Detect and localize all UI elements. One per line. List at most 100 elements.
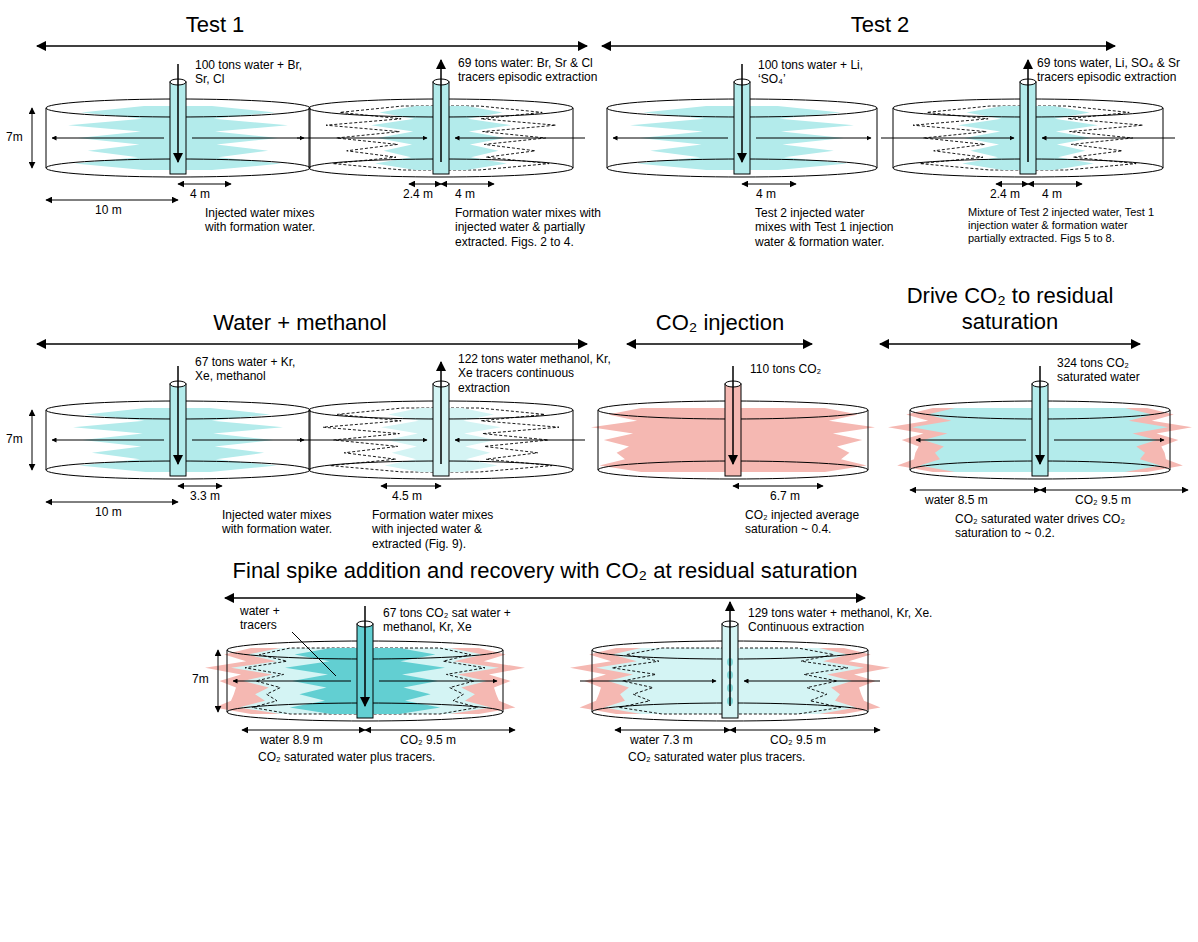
dimension-arrow (242, 730, 365, 731)
label: 10 m (95, 203, 122, 217)
flow-arrow (440, 362, 442, 464)
dimension-arrow (733, 486, 823, 487)
label: water 8.5 m (925, 493, 988, 507)
label: 67 tons water + Kr, Xe, methanol (195, 355, 307, 384)
label: Injected water mixes with formation wate… (205, 206, 337, 235)
flow-arrow (177, 366, 179, 464)
dimension-arrow (32, 410, 33, 470)
label: 69 tons water: Br, Sr & Cl tracers episo… (458, 56, 626, 85)
section-title: Water + methanol (140, 310, 460, 336)
label: Formation water mixes with injected wate… (372, 508, 517, 551)
label: Injected water mixes with formation wate… (222, 508, 354, 537)
label: 324 tons CO₂ saturated water (1057, 356, 1169, 385)
label: CO₂ saturated water plus tracers. (628, 750, 838, 764)
flow-arrow (440, 60, 442, 162)
cylinder-side (46, 410, 47, 470)
dimension-arrow (615, 730, 730, 731)
label: 3.3 m (190, 489, 220, 503)
label: 7m (192, 672, 209, 686)
cylinder-side (868, 410, 869, 470)
flow-arrow (744, 681, 880, 682)
label: CO₂ 9.5 m (400, 733, 456, 747)
dimension-arrow (178, 184, 231, 185)
section-title: CO₂ injection (610, 310, 830, 336)
label: 67 tons CO₂ sat water + methanol, Kr, Xe (383, 606, 563, 635)
label: water + tracers (240, 604, 300, 633)
flow-arrow (455, 440, 585, 441)
flow-arrow (297, 138, 427, 139)
flow-arrow (455, 138, 585, 139)
dimension-arrow (1040, 490, 1188, 491)
dimension-arrow (218, 650, 219, 712)
cylinder-side (503, 650, 504, 712)
section-title: Final spike addition and recovery with C… (155, 558, 935, 584)
cylinder-side (598, 410, 599, 470)
label: 4 m (756, 187, 776, 201)
label: Formation water mixes with injected wate… (455, 206, 605, 249)
flow-arrow (379, 681, 497, 682)
label: 7m (6, 432, 23, 446)
flow-arrow (192, 138, 304, 139)
label: 6.7 m (770, 489, 800, 503)
label: Test 2 injected water mixes with Test 1 … (755, 206, 895, 249)
flow-arrow (233, 681, 351, 682)
label: CO₂ 9.5 m (1075, 493, 1131, 507)
label: 69 tons water, Li, SO₄ & Sr tracers epis… (1037, 56, 1192, 85)
dimension-arrow (627, 343, 812, 345)
dimension-arrow (1028, 184, 1082, 185)
dimension-arrow (225, 597, 865, 599)
flow-arrow (580, 681, 716, 682)
label: 100 tons water + Li, ‘SO₄’ (758, 58, 883, 87)
flow-arrow (364, 606, 366, 706)
section-title: Test 2 (770, 12, 990, 38)
flow-arrow (732, 366, 734, 464)
flow-arrow (741, 64, 743, 162)
cylinder-side (607, 108, 608, 168)
label: water 7.3 m (630, 733, 693, 747)
label: 2.4 m (403, 187, 433, 201)
label: 100 tons water + Br, Sr, Cl (195, 58, 307, 87)
label: Mixture of Test 2 injected water, Test 1… (968, 206, 1168, 246)
dimension-arrow (365, 730, 515, 731)
dimension-arrow (602, 45, 1115, 47)
cylinder-side (46, 108, 47, 168)
label: 10 m (95, 505, 122, 519)
label: 4 m (1042, 187, 1062, 201)
label: CO₂ injected average saturation ~ 0.4. (745, 508, 875, 537)
dimension-arrow (910, 490, 1040, 491)
label: 2.4 m (990, 187, 1020, 201)
leader-line (292, 632, 336, 676)
label: 7m (6, 130, 23, 144)
flow-arrow (1039, 366, 1041, 464)
flow-arrow (1027, 60, 1029, 162)
flow-arrow (613, 138, 728, 139)
label: water 8.9 m (260, 733, 323, 747)
dimension-arrow (46, 502, 178, 503)
label: 4 m (455, 187, 475, 201)
flow-arrow (52, 138, 164, 139)
flow-arrow (756, 138, 871, 139)
flow-arrow (916, 440, 1026, 441)
flow-arrow (881, 138, 1014, 139)
dimension-arrow (441, 184, 494, 185)
flow-arrow (1054, 440, 1164, 441)
flow-arrow (192, 440, 304, 441)
dimension-arrow (46, 200, 178, 201)
cylinder-side (877, 108, 878, 168)
flow-arrow (52, 440, 164, 441)
dimension-arrow (409, 184, 441, 185)
dimension-arrow (730, 730, 880, 731)
dimension-arrow (37, 343, 587, 345)
label: CO₂ saturated water drives CO₂ saturatio… (955, 512, 1145, 541)
label: 129 tons water + methanol, Kr, Xe. Conti… (748, 606, 936, 635)
dimension-arrow (996, 184, 1028, 185)
dimension-arrow (32, 108, 33, 168)
label: 122 tons water methanol, Kr, Xe tracers … (458, 352, 616, 395)
cylinder-side (910, 410, 911, 470)
label: CO₂ 9.5 m (770, 733, 826, 747)
dimension-arrow (880, 343, 1140, 345)
cylinder-side (227, 650, 228, 712)
flow-arrow (1042, 138, 1175, 139)
